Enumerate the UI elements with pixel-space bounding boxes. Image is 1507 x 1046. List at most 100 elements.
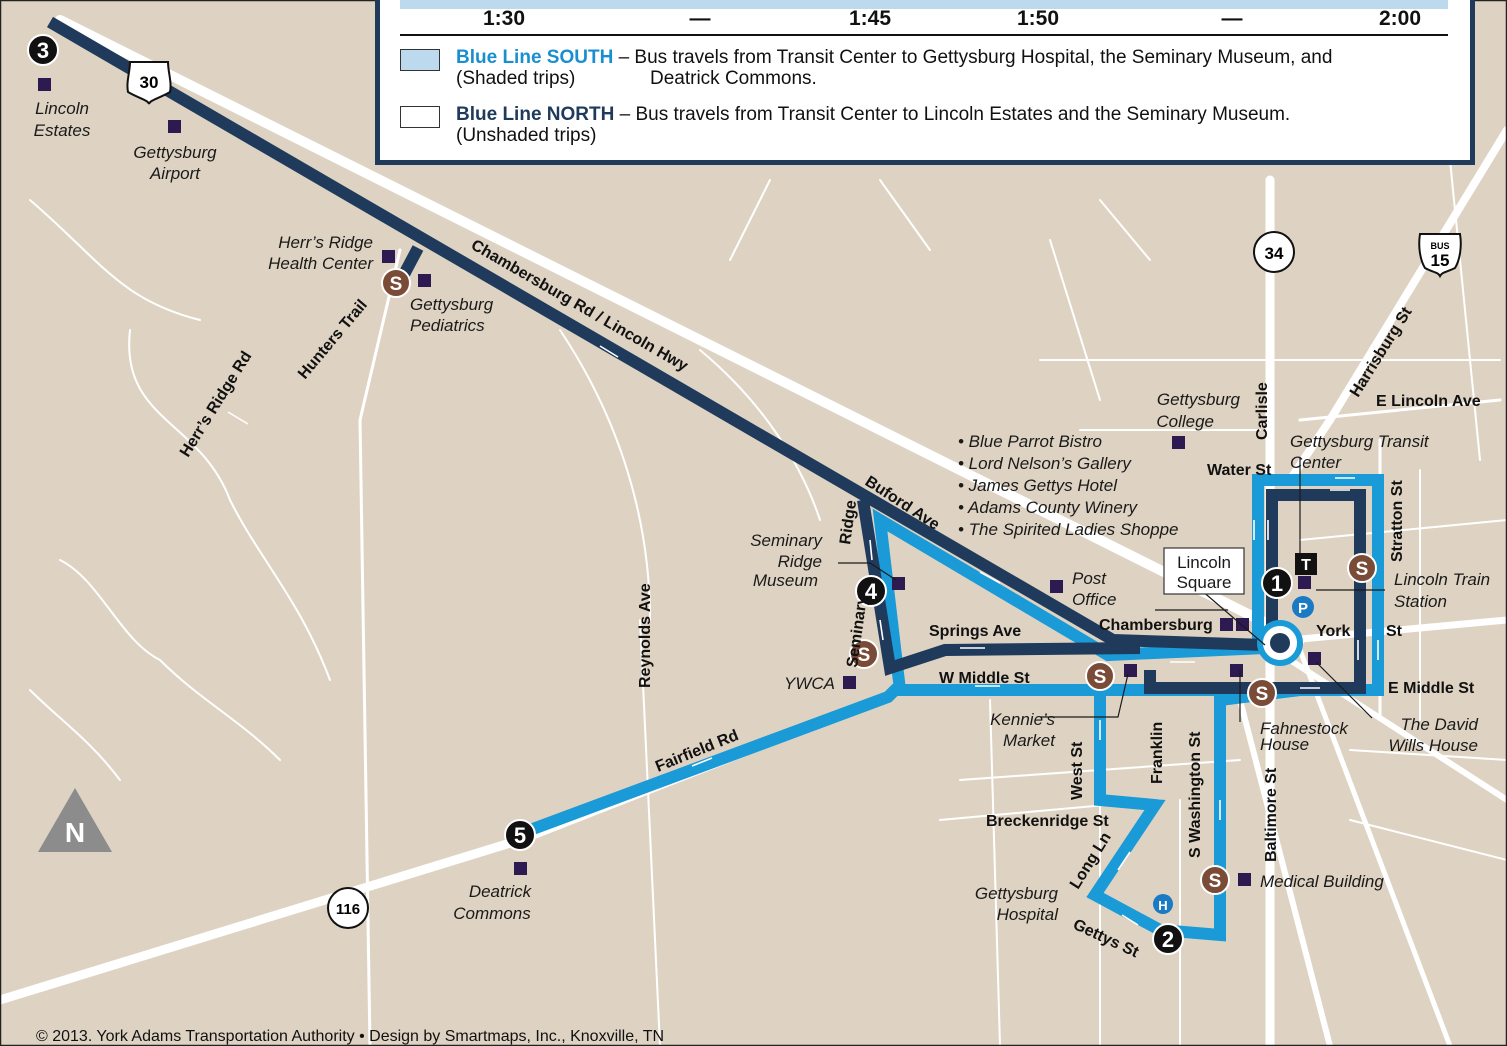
svg-text:• James Gettys Hotel: • James Gettys Hotel [958, 476, 1118, 495]
lincoln-square-label: Lincoln Square [1163, 547, 1245, 595]
attractions-list: • Blue Parrot Bistro • Lord Nelson’s Gal… [958, 432, 1179, 539]
stop-marker-4: 4 [855, 575, 887, 607]
svg-text:Kennie’s: Kennie’s [990, 710, 1055, 729]
legend-panel: 1:30 — 1:45 1:50 — 2:00 Blue Line SOUTH … [375, 0, 1475, 165]
svg-text:Harrisburg St: Harrisburg St [1347, 304, 1416, 400]
copyright-text: © 2013. York Adams Transportation Author… [36, 1028, 665, 1045]
svg-text:Reynolds Ave: Reynolds Ave [637, 583, 654, 688]
svg-text:Carlisle: Carlisle [1254, 382, 1271, 440]
svg-text:N: N [65, 817, 85, 848]
svg-text:1: 1 [1271, 571, 1283, 596]
svg-text:The David: The David [1401, 715, 1479, 734]
svg-text:116: 116 [336, 901, 360, 918]
svg-text:Gettysburg: Gettysburg [133, 143, 217, 162]
svg-text:Gettysburg Transit: Gettysburg Transit [1290, 432, 1430, 451]
svg-text:Lincoln: Lincoln [1177, 553, 1231, 572]
svg-text:E Middle St: E Middle St [1388, 680, 1475, 697]
svg-text:• Adams County Winery: • Adams County Winery [958, 498, 1139, 517]
svg-text:Market: Market [1003, 731, 1056, 750]
transit-icon: T [1295, 553, 1317, 575]
svg-text:P: P [1298, 600, 1308, 617]
us-30-shield: 30 [126, 61, 172, 105]
svg-text:Gettysburg: Gettysburg [410, 295, 494, 314]
place-labels: Lincoln Estates Gettysburg Airport Herr’… [34, 99, 1490, 924]
bus-15-shield: BUS 15 [1418, 233, 1462, 279]
svg-text:Commons: Commons [453, 904, 531, 923]
svg-text:Museum: Museum [753, 571, 818, 590]
svg-text:Gettysburg: Gettysburg [1157, 390, 1241, 409]
legend-south-note: (Shaded trips) [456, 68, 576, 89]
svg-text:• Blue Parrot Bistro: • Blue Parrot Bistro [958, 432, 1102, 451]
legend-south-desc: – Bus travels from Transit Center to Get… [613, 47, 1333, 68]
schedule-time: 1:45 [848, 7, 892, 30]
svg-text:Square: Square [1177, 573, 1232, 592]
lincoln-square-roundabout [1257, 620, 1303, 666]
stop-marker-5: 5 [504, 819, 536, 851]
schedule-time: 2:00 [1378, 7, 1422, 30]
schedule-divider [400, 34, 1448, 36]
svg-text:Herr’s Ridge: Herr’s Ridge [278, 233, 373, 252]
svg-text:Seminary: Seminary [750, 531, 823, 550]
svg-text:BUS: BUS [1430, 241, 1449, 251]
svg-text:St: St [1386, 623, 1403, 640]
svg-text:S: S [1356, 559, 1369, 580]
legend-north-desc: – Bus travels from Transit Center to Lin… [614, 104, 1291, 125]
svg-text:S: S [390, 274, 403, 295]
legend-north-name: Blue Line NORTH [456, 104, 615, 125]
svg-text:Ridge: Ridge [778, 552, 822, 571]
svg-text:Deatrick: Deatrick [469, 882, 533, 901]
svg-text:Stratton St: Stratton St [1389, 480, 1406, 562]
stop-marker-1: 1 [1261, 567, 1293, 599]
svg-text:York: York [1316, 623, 1350, 640]
svg-text:Springs Ave: Springs Ave [929, 623, 1021, 640]
s-stops: S S S S S S [381, 268, 1377, 895]
schedule-header [400, 0, 1448, 9]
s-stop-fahnestock: S [1247, 678, 1277, 708]
svg-text:Gettys St: Gettys St [1070, 916, 1141, 961]
svg-text:Pediatrics: Pediatrics [410, 316, 485, 335]
svg-text:Center: Center [1290, 453, 1342, 472]
svg-text:Medical Building: Medical Building [1260, 872, 1384, 891]
svg-text:S: S [1256, 684, 1269, 705]
north-arrow-icon: N [38, 788, 112, 852]
parking-icon: P [1292, 596, 1314, 618]
svg-text:YWCA: YWCA [784, 674, 835, 693]
pa-34-shield: 34 [1253, 231, 1295, 273]
svg-text:Franklin: Franklin [1149, 722, 1166, 784]
landmark-squares [38, 78, 1321, 886]
s-stop-ywca: S [849, 639, 879, 669]
svg-text:Office: Office [1072, 590, 1116, 609]
svg-text:Hospital: Hospital [997, 905, 1060, 924]
schedule-time: — [1221, 7, 1243, 30]
svg-text:Fahnestock: Fahnestock [1260, 719, 1349, 738]
svg-text:E Lincoln Ave: E Lincoln Ave [1376, 393, 1481, 410]
route-arrows [227, 345, 1379, 926]
schedule-row: 1:30 — 1:45 1:50 — 2:00 [400, 7, 1448, 31]
svg-text:Station: Station [1394, 592, 1447, 611]
legend-north-swatch [400, 106, 440, 128]
svg-text:3: 3 [37, 38, 49, 63]
schedule-time: 1:30 [482, 7, 526, 30]
svg-text:Chambersburg Rd / Lincoln Hwy: Chambersburg Rd / Lincoln Hwy [468, 237, 691, 375]
svg-text:Wills House: Wills House [1388, 736, 1478, 755]
svg-text:Lincoln Train: Lincoln Train [1394, 570, 1490, 589]
svg-text:• The Spirited Ladies Shoppe: • The Spirited Ladies Shoppe [958, 520, 1179, 539]
svg-text:Herr’s Ridge Rd: Herr’s Ridge Rd [177, 349, 255, 461]
stop-marker-2: 2 [1152, 923, 1184, 955]
svg-text:H: H [1158, 898, 1167, 913]
legend-south-name: Blue Line SOUTH [456, 47, 614, 68]
svg-text:Chambersburg: Chambersburg [1099, 617, 1213, 634]
svg-text:West St: West St [1069, 741, 1086, 800]
svg-text:S: S [1209, 871, 1222, 892]
svg-text:S: S [1094, 667, 1107, 688]
s-stop-herrs-ridge: S [381, 268, 411, 298]
svg-text:Breckenridge St: Breckenridge St [986, 813, 1109, 830]
svg-text:House: House [1260, 735, 1309, 754]
svg-text:Water St: Water St [1207, 462, 1272, 479]
svg-text:Baltimore St: Baltimore St [1263, 767, 1280, 862]
svg-text:Lincoln: Lincoln [35, 99, 89, 118]
svg-text:Hunters Trail: Hunters Trail [295, 297, 371, 383]
svg-text:T: T [1301, 557, 1311, 574]
pa-116-shield: 116 [327, 887, 369, 929]
